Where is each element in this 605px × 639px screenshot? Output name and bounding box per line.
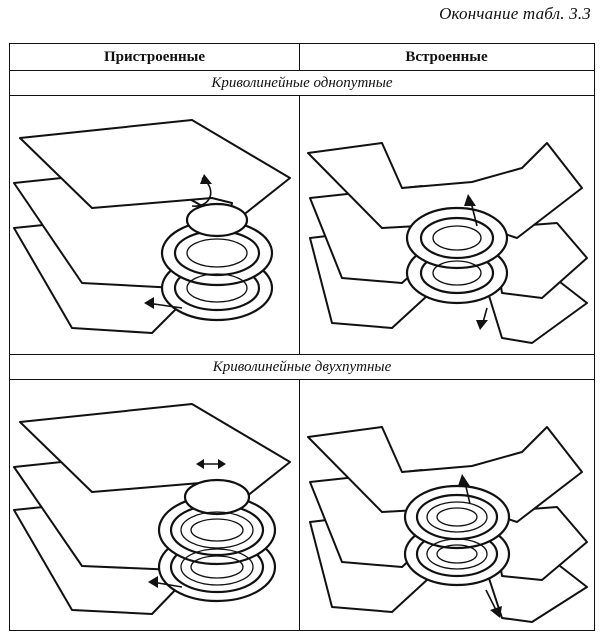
column-header-attached: Пристроенные <box>103 49 205 65</box>
figure-built-in-single <box>302 98 594 353</box>
ramp-illustration <box>13 403 291 615</box>
figure-built-in-double <box>302 382 594 628</box>
section-title-single-track: Криволинейные однопутные <box>10 71 594 96</box>
column-divider <box>299 96 301 354</box>
table-caption: Окончание табл. 3.3 <box>439 4 591 23</box>
column-header-built-in: Встроенные <box>405 49 488 65</box>
ramp-illustration <box>13 119 291 334</box>
figure-attached-single <box>12 98 298 353</box>
ramp-illustration <box>307 142 588 344</box>
figure-attached-double <box>12 382 298 628</box>
ramp-illustration <box>307 426 588 623</box>
column-divider <box>299 380 301 630</box>
section-title-double-track: Криволинейные двухпутные <box>10 354 594 380</box>
column-divider <box>299 44 301 71</box>
table-header-row: Пристроенные Встроенные <box>10 44 594 71</box>
table: Пристроенные Встроенные Криволинейные од… <box>9 43 595 631</box>
